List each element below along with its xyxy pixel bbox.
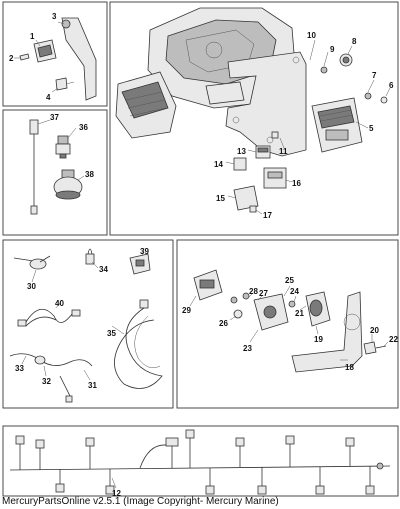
- copyright-caption: MercuryPartsOnline v2.5.1 (Image Copyrig…: [2, 496, 279, 507]
- callout-25[interactable]: 25: [285, 276, 294, 285]
- callout-11[interactable]: 11: [279, 147, 288, 156]
- callout-28[interactable]: 28: [249, 287, 258, 296]
- callout-39[interactable]: 39: [140, 247, 149, 256]
- mount-components: [193, 269, 387, 373]
- callout-24[interactable]: 24: [290, 287, 299, 296]
- main-wiring-harness: [9, 429, 391, 495]
- callout-33[interactable]: 33: [15, 364, 24, 373]
- callout-20[interactable]: 20: [370, 326, 379, 335]
- control-module: [311, 97, 363, 153]
- callout-1[interactable]: 1: [30, 32, 35, 41]
- callout-40[interactable]: 40: [55, 299, 64, 308]
- callout-29[interactable]: 29: [182, 306, 191, 315]
- callout-21[interactable]: 21: [295, 309, 304, 318]
- panel-main-harness: [2, 425, 399, 497]
- callout-31[interactable]: 31: [88, 381, 97, 390]
- callout-13[interactable]: 13: [237, 147, 246, 156]
- callout-9[interactable]: 9: [330, 45, 335, 54]
- callout-6[interactable]: 6: [389, 81, 394, 90]
- callout-35[interactable]: 35: [107, 329, 116, 338]
- callout-22[interactable]: 22: [389, 335, 398, 344]
- callout-14[interactable]: 14: [214, 160, 223, 169]
- callout-38[interactable]: 38: [85, 170, 94, 179]
- callout-3[interactable]: 3: [52, 12, 57, 21]
- callout-19[interactable]: 19: [314, 335, 323, 344]
- callout-34[interactable]: 34: [99, 265, 108, 274]
- callout-12[interactable]: 12: [112, 489, 121, 498]
- callout-37[interactable]: 37: [50, 113, 59, 122]
- mounting-plate: [225, 51, 307, 157]
- callout-16[interactable]: 16: [292, 179, 301, 188]
- callout-27[interactable]: 27: [259, 289, 268, 298]
- callout-8[interactable]: 8: [352, 37, 357, 46]
- callout-7[interactable]: 7: [372, 71, 377, 80]
- panel-mount: [176, 239, 399, 409]
- callout-17[interactable]: 17: [263, 211, 272, 220]
- sensor-wire: [29, 119, 39, 215]
- callout-10[interactable]: 10: [307, 31, 316, 40]
- callout-15[interactable]: 15: [216, 194, 225, 203]
- pressure-sender: [53, 169, 83, 200]
- callout-36[interactable]: 36: [79, 123, 88, 132]
- callout-26[interactable]: 26: [219, 319, 228, 328]
- callout-30[interactable]: 30: [27, 282, 36, 291]
- callout-4[interactable]: 4: [46, 93, 51, 102]
- callout-23[interactable]: 23: [243, 344, 252, 353]
- callout-18[interactable]: 18: [345, 363, 354, 372]
- callout-32[interactable]: 32: [42, 377, 51, 386]
- pressure-switch: [55, 135, 71, 159]
- callout-5[interactable]: 5: [369, 124, 374, 133]
- callout-2[interactable]: 2: [9, 54, 14, 63]
- panel-sensor: [2, 109, 108, 236]
- harness-parts: [9, 248, 163, 403]
- small-hardware: [271, 53, 388, 139]
